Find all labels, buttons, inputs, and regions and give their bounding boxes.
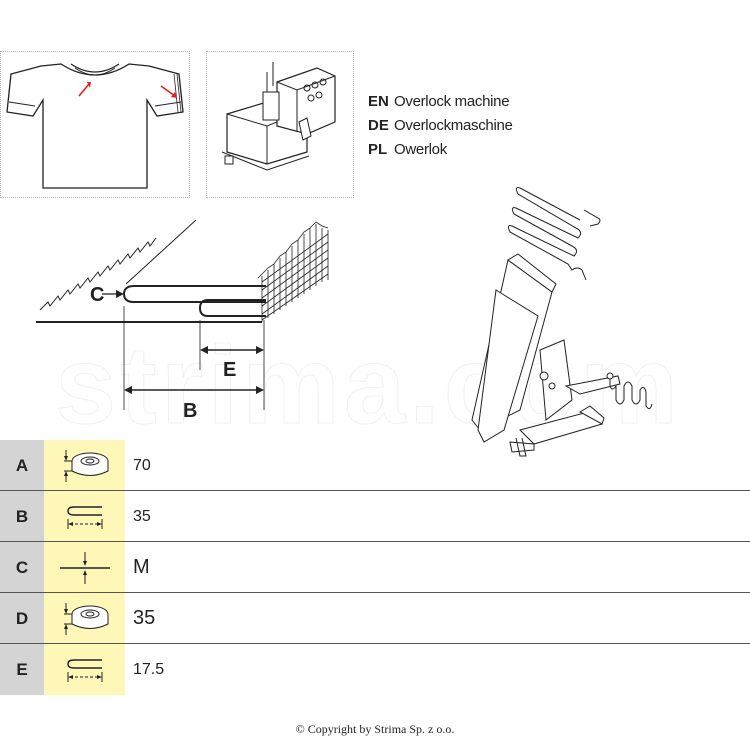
tshirt-illustration: [0, 51, 190, 198]
spec-row-e: E 17.5: [0, 644, 750, 695]
label-b: B: [183, 400, 197, 422]
overlock-machine-icon: [221, 62, 336, 171]
material-thickness-icon: [60, 552, 110, 584]
spec-value: 35: [133, 507, 151, 525]
copyright-notice: © Copyright by Strima Sp. z o.o.: [295, 722, 455, 736]
language-name: Owerlok: [394, 141, 447, 158]
spec-value: 35: [133, 607, 156, 629]
language-pl: PL Owerlok: [368, 141, 447, 158]
spec-value: M: [133, 556, 150, 578]
language-name: Overlockmaschine: [394, 117, 513, 134]
label-e: E: [223, 359, 236, 381]
spec-icon-cell: [44, 440, 125, 491]
tape-roll-width-icon: [64, 603, 109, 635]
spec-row-c: C M: [0, 542, 750, 593]
spec-row-d: D 35: [0, 593, 750, 644]
folder-attachment-illustration: [471, 187, 653, 457]
language-code: DE: [368, 117, 389, 134]
spec-value: 17.5: [133, 660, 165, 678]
fold-width-icon: [67, 659, 103, 682]
spec-key: D: [0, 593, 44, 644]
overlock-machine-illustration: [206, 51, 354, 198]
spec-key: A: [0, 440, 44, 491]
language-name: Overlock machine: [394, 93, 510, 110]
spec-icon-cell: [44, 542, 125, 593]
language-de: DE Overlockmaschine: [368, 117, 513, 134]
spec-key: B: [0, 491, 44, 542]
tape-roll-width-icon: [64, 450, 109, 482]
row-divider: [0, 541, 750, 542]
language-en: EN Overlock machine: [368, 93, 510, 110]
tshirt-icon: [6, 63, 184, 189]
spec-icon-cell: [44, 593, 125, 644]
row-divider: [0, 490, 750, 491]
language-code: EN: [368, 93, 389, 110]
spec-key: E: [0, 644, 44, 695]
label-c: C: [90, 284, 104, 306]
spec-row-b: B 35: [0, 491, 750, 542]
row-divider: [0, 643, 750, 644]
spec-icon-cell: [44, 491, 125, 542]
fold-diagram: C E B: [36, 220, 329, 422]
language-code: PL: [368, 141, 388, 158]
spec-row-a: A 70: [0, 440, 750, 491]
spec-key: C: [0, 542, 44, 593]
spec-value: 70: [133, 456, 151, 474]
fold-width-icon: [67, 506, 103, 529]
row-divider: [0, 592, 750, 593]
spec-icon-cell: [44, 644, 125, 695]
